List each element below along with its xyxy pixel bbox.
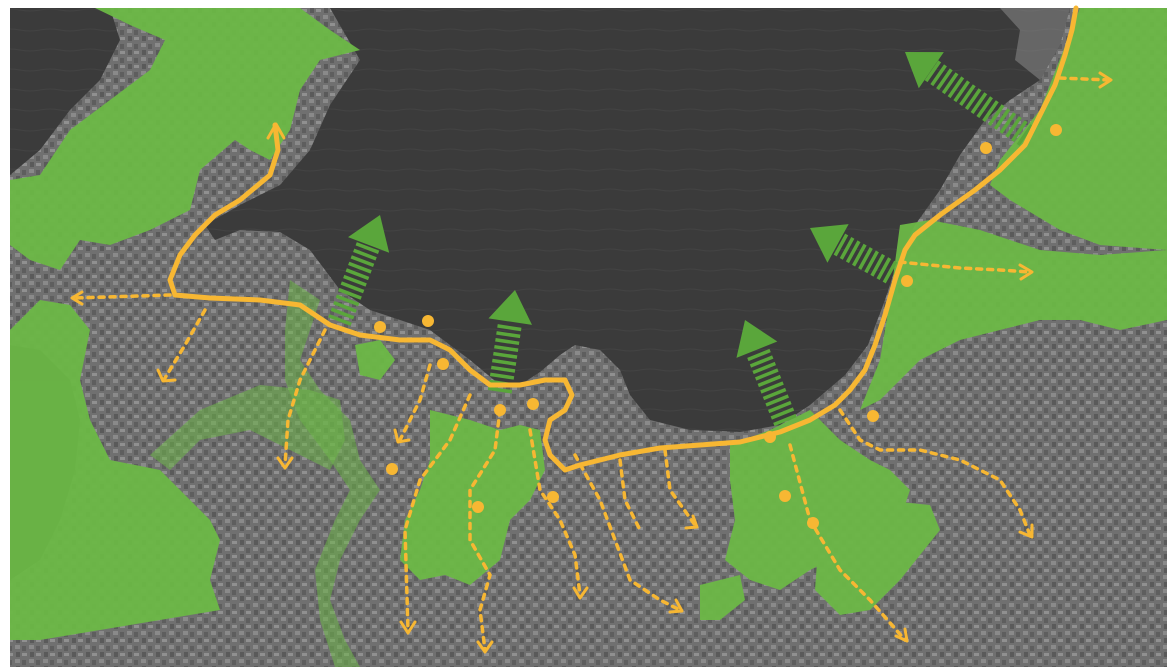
green-area-old-town <box>400 410 545 585</box>
connector-path <box>838 408 1032 537</box>
sea-view-arrow <box>905 52 1034 146</box>
green-area-east-coast <box>860 220 1167 410</box>
green-space-layer <box>10 8 1167 667</box>
connector-path <box>573 453 682 612</box>
sea-west <box>10 8 120 175</box>
green-area-south-2 <box>700 575 745 620</box>
green-area-northeast <box>990 8 1167 250</box>
connector-path <box>398 363 432 442</box>
connector-paths <box>73 76 1112 652</box>
activity-point <box>422 315 434 327</box>
activity-point <box>980 142 992 154</box>
activity-point <box>437 358 449 370</box>
connector-path <box>528 428 582 597</box>
activity-points <box>374 124 1062 529</box>
activity-point <box>779 490 791 502</box>
connector-path <box>468 408 502 652</box>
green-area-northwest <box>10 8 360 270</box>
connector-path <box>788 443 907 642</box>
chevron-icon <box>393 428 411 444</box>
activity-point <box>472 501 484 513</box>
arrow-head-icon <box>736 320 778 358</box>
connector-path <box>663 448 697 527</box>
connector-path <box>898 260 1032 274</box>
connector-path <box>73 293 172 300</box>
activity-point <box>1050 124 1062 136</box>
activity-point <box>374 321 386 333</box>
chevron-icon <box>684 514 699 530</box>
chevron-icon <box>70 290 84 306</box>
shallow-water <box>1000 8 1070 80</box>
connector-path <box>1058 76 1112 82</box>
connector-path <box>403 393 472 632</box>
chevron-icon <box>668 598 684 614</box>
green-area-river <box>285 280 380 667</box>
chevron-icon <box>476 640 494 654</box>
activity-point <box>547 491 559 503</box>
connector-path <box>283 328 327 467</box>
sea-view-arrow <box>736 320 797 427</box>
arrow-head-icon <box>810 224 849 263</box>
arrow-head-icon <box>905 52 944 89</box>
sea <box>205 8 1070 432</box>
activity-point <box>527 398 539 410</box>
path-chevrons <box>70 71 1113 654</box>
chevron-icon <box>1018 523 1034 539</box>
chevron-icon <box>1018 263 1034 281</box>
activity-point <box>386 463 398 475</box>
chevron-icon <box>156 368 177 383</box>
chevron-icon <box>399 620 417 635</box>
coastal-route <box>167 5 1079 473</box>
activity-point <box>807 517 819 529</box>
activity-point <box>901 275 913 287</box>
connector-path <box>618 458 642 532</box>
arrow-head-icon <box>348 215 390 253</box>
arrow-head-icon <box>488 290 533 325</box>
chevron-icon <box>276 456 294 470</box>
chevron-icon <box>266 122 286 140</box>
sea-view-arrow <box>810 224 898 284</box>
chevron-icon <box>572 586 589 600</box>
chevron-icon <box>894 627 909 643</box>
activity-point <box>867 410 879 422</box>
green-area-southeast <box>725 410 910 590</box>
chevron-icon <box>1098 71 1113 89</box>
activity-point <box>764 431 776 443</box>
connector-path <box>163 308 207 380</box>
green-area-harbor <box>355 340 395 380</box>
activity-point <box>494 404 506 416</box>
green-area-west-coast <box>10 300 220 640</box>
sea-view-arrow <box>328 215 390 326</box>
green-area-south <box>815 500 940 615</box>
